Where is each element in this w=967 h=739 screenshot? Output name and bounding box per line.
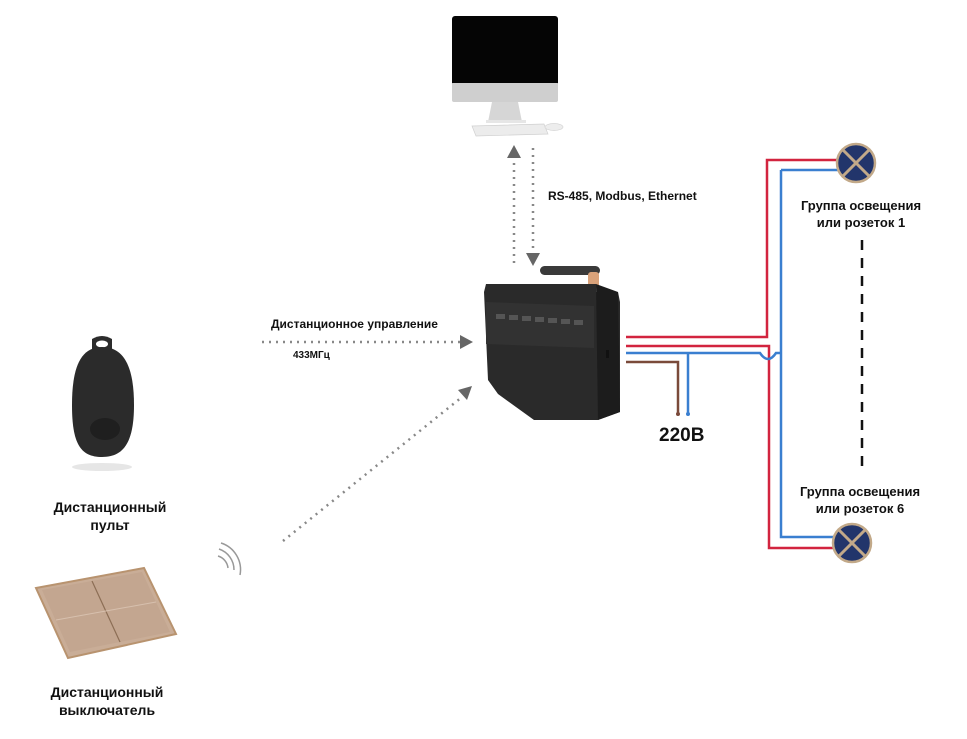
- neutral-wire-group6: [779, 170, 838, 539]
- group-1-label-line2: или розеток 1: [816, 215, 906, 230]
- remote-arrow-head: [460, 335, 473, 349]
- power-label: 220В: [659, 425, 705, 446]
- frequency-label: 433МГц: [293, 350, 330, 361]
- supply-wire-live: [626, 360, 680, 413]
- phase-wire-group1: [626, 158, 838, 339]
- remote-control-label: Дистанционное управление: [271, 317, 438, 331]
- remote-switch-label-line1: Дистанционный: [50, 684, 164, 700]
- remote-fob-label-line2: пульт: [90, 517, 130, 533]
- wall-switch-icon: [34, 566, 178, 660]
- remote-fob-label-line1: Дистанционный: [53, 499, 167, 515]
- group-6-label-line1: Группа освещения: [799, 484, 921, 499]
- output-wires: [626, 158, 842, 550]
- protocol-label: RS-485, Modbus, Ethernet: [548, 189, 697, 203]
- group-6-label-line2: или розеток 6: [815, 501, 905, 516]
- group-6-label: Группа освещения или розеток 6: [785, 483, 935, 517]
- remote-fob-label: Дистанционный пульт: [40, 498, 180, 534]
- arrow-up-head: [507, 145, 521, 158]
- switch-arrow-head: [458, 386, 472, 400]
- switch-arrow-line: [282, 396, 463, 542]
- network-link-arrows: [507, 145, 540, 266]
- group-1-label-line1: Группа освещения: [800, 198, 922, 213]
- wireless-signal-icon: [217, 542, 242, 576]
- group-1-label: Группа освещения или розеток 1: [786, 197, 936, 231]
- desktop-computer-icon: [452, 16, 564, 137]
- switch-signal-arrow: [282, 386, 472, 542]
- lamp-icon: [831, 522, 873, 564]
- remote-switch-label: Дистанционный выключатель: [32, 683, 182, 719]
- remote-switch-label-line2: выключатель: [58, 702, 156, 718]
- arrow-down-head: [526, 253, 540, 266]
- phase-wire-group6: [626, 344, 838, 550]
- neutral-bus: [626, 351, 781, 361]
- remote-control-arrow: [262, 335, 473, 349]
- key-fob-icon: [72, 336, 134, 471]
- relay-controller-icon: [484, 266, 620, 420]
- lamp-icon: [835, 142, 877, 184]
